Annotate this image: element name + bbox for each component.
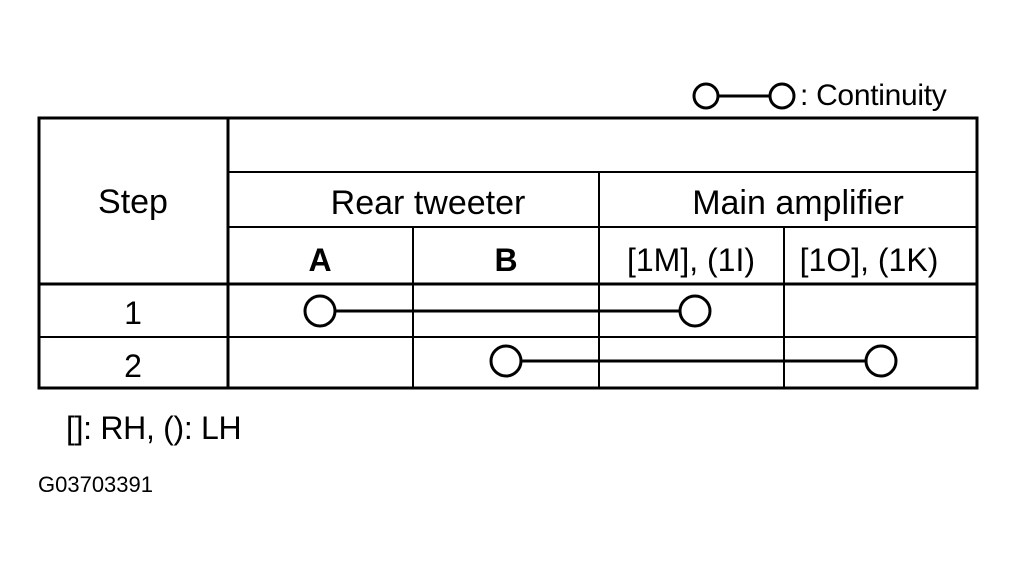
continuity-terminal-b <box>489 344 523 378</box>
table-frame <box>37 116 979 390</box>
continuity-terminal-1o-1k <box>864 344 898 378</box>
continuity-line-icon <box>692 82 796 110</box>
column-header-1o-1k: [1O], (1K) <box>800 242 939 278</box>
column-header-b: B <box>494 242 517 278</box>
group-header-main-amplifier: Main amplifier <box>692 184 904 222</box>
continuity-terminal-a <box>303 294 337 328</box>
column-header-a: A <box>308 242 331 278</box>
step-number-2: 2 <box>124 348 142 384</box>
legend-label: : Continuity <box>800 79 947 112</box>
step-header: Step <box>98 183 168 221</box>
column-header-1m-1i: [1M], (1I) <box>627 242 755 278</box>
figure-code: G03703391 <box>38 472 153 497</box>
continuity-step-2 <box>489 344 898 378</box>
footnote: []: RH, (): LH <box>66 410 242 446</box>
continuity-terminal-1m-1i <box>678 294 712 328</box>
step-number-1: 1 <box>124 295 142 331</box>
continuity-legend: : Continuity <box>690 76 947 116</box>
continuity-step-1 <box>303 294 712 328</box>
group-header-rear-tweeter: Rear tweeter <box>331 184 526 222</box>
